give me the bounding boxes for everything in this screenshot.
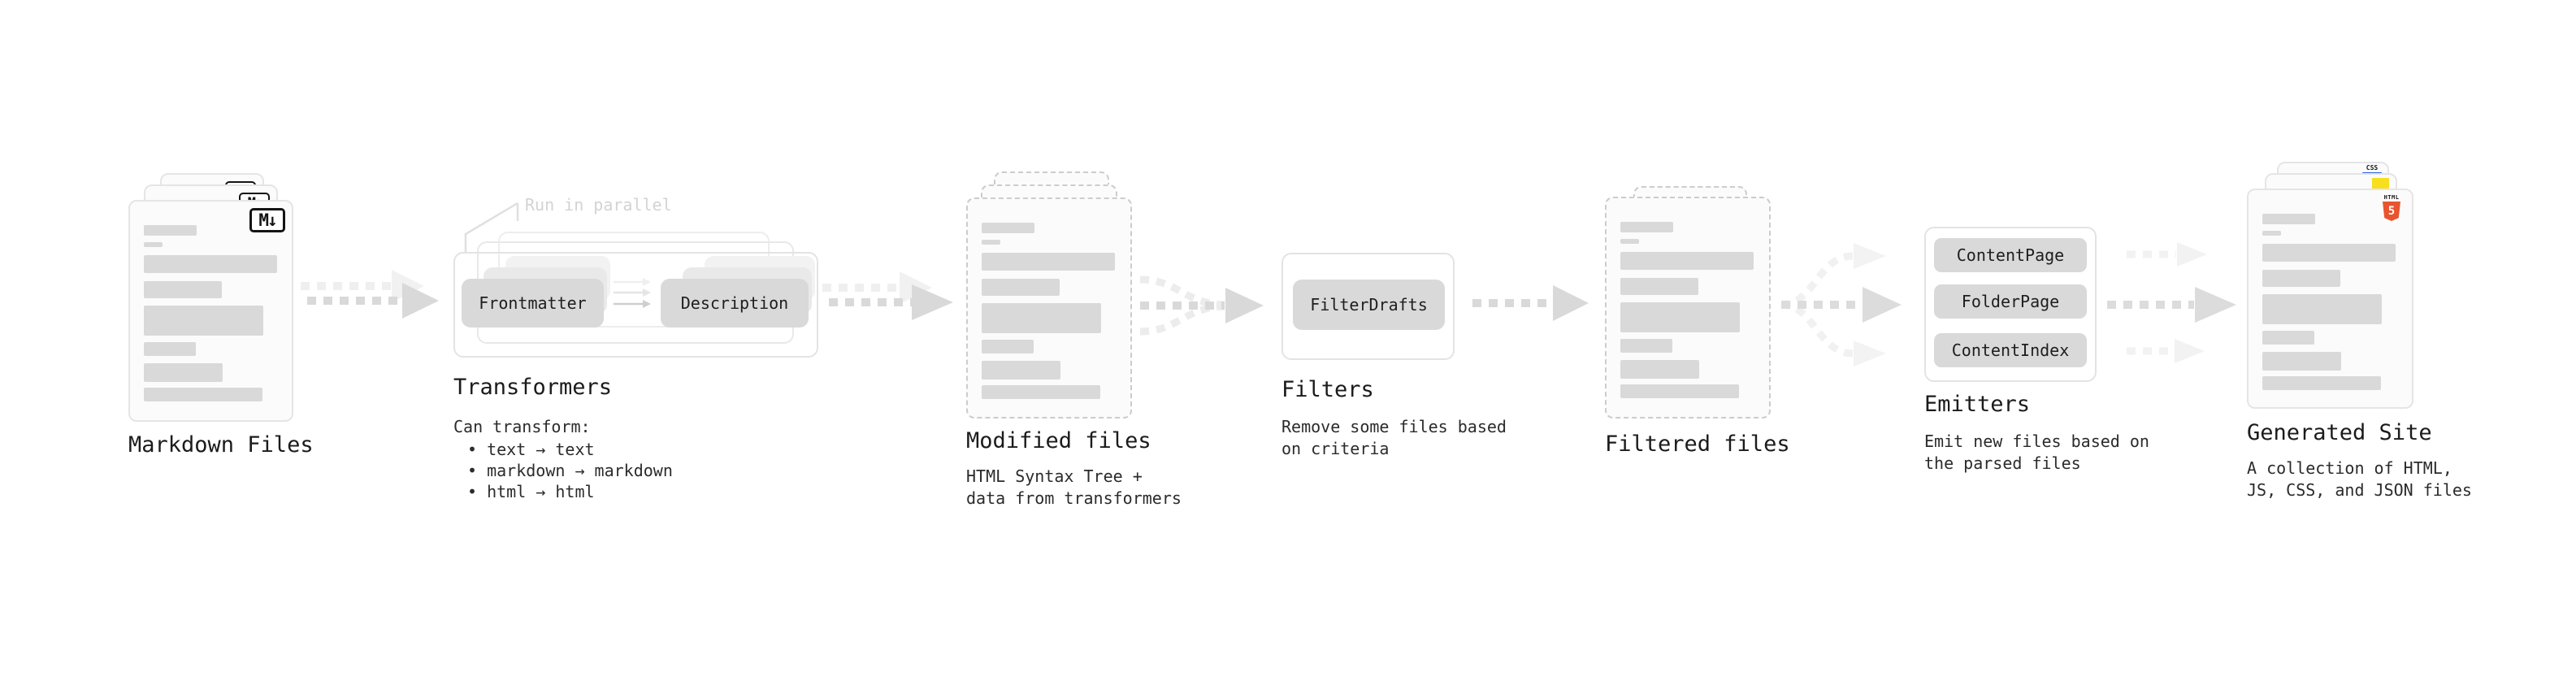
markdown-icon: M↓ bbox=[249, 208, 285, 232]
skeleton-line bbox=[1620, 239, 1639, 244]
skeleton-line bbox=[2262, 270, 2340, 287]
transformers-title: Transformers bbox=[453, 375, 613, 400]
generated-site-subtitle: A collection of HTML, bbox=[2247, 458, 2452, 478]
skeleton-line bbox=[2262, 231, 2281, 236]
skeleton-line bbox=[982, 279, 1060, 296]
filters-title: Filters bbox=[1281, 377, 1374, 402]
filter-filterdrafts: FilterDrafts bbox=[1293, 280, 1445, 330]
filters-subtitle: on criteria bbox=[1281, 439, 1390, 458]
skeleton-line bbox=[2262, 376, 2381, 390]
skeleton-line bbox=[144, 342, 196, 356]
skeleton-line bbox=[1620, 339, 1672, 353]
modified-files-section: Modified files HTML Syntax Tree + data f… bbox=[966, 171, 1182, 513]
skeleton-line bbox=[1620, 222, 1673, 232]
modified-file-card-front bbox=[966, 197, 1132, 419]
parallel-box-front bbox=[453, 252, 818, 358]
skeleton-line bbox=[982, 361, 1060, 380]
filters-section: FilterDrafts Filters Remove some files b… bbox=[1281, 253, 1507, 480]
filtered-file-card-front bbox=[1605, 197, 1771, 419]
skeleton-line bbox=[144, 306, 263, 336]
transformers-description-heading: Can transform: bbox=[453, 417, 591, 436]
skeleton-line bbox=[1620, 360, 1699, 379]
skeleton-line bbox=[144, 225, 197, 236]
triple-arrow-icon bbox=[2107, 242, 2236, 363]
filters-subtitle: Remove some files based bbox=[1281, 417, 1507, 436]
filtered-files-title: Filtered files bbox=[1605, 432, 1790, 457]
generated-site-subtitle: JS, CSS, and JSON files bbox=[2247, 480, 2472, 500]
emitters-subtitle: the parsed files bbox=[1924, 453, 2081, 473]
generated-site-title: Generated Site bbox=[2247, 420, 2432, 445]
skeleton-line bbox=[144, 388, 262, 401]
html5-icon: HTML 5 bbox=[2381, 194, 2402, 221]
skeleton-line bbox=[982, 253, 1115, 271]
emitter-folderpage: FolderPage bbox=[1934, 284, 2087, 319]
skeleton-line bbox=[982, 340, 1034, 354]
transformers-bullet: • html → html bbox=[467, 482, 595, 501]
flow-arrow-icon bbox=[1472, 285, 1589, 321]
fanout-arrow-icon bbox=[1780, 243, 1902, 367]
markdown-file-card-front: M↓ bbox=[128, 200, 293, 422]
generated-file-card-html: HTML 5 bbox=[2247, 189, 2413, 409]
emitters-title: Emitters bbox=[1924, 392, 2031, 417]
transformers-bullet: • text → text bbox=[467, 440, 595, 459]
modified-files-subtitle: data from transformers bbox=[966, 488, 1182, 508]
skeleton-line bbox=[144, 281, 222, 298]
skeleton-line bbox=[2262, 214, 2315, 224]
skeleton-line bbox=[144, 363, 223, 382]
modified-files-title: Modified files bbox=[966, 428, 1151, 453]
modified-files-subtitle: HTML Syntax Tree + bbox=[966, 466, 1143, 486]
filtered-files-section: Filtered files bbox=[1605, 186, 1790, 479]
skeleton-line bbox=[1620, 278, 1698, 295]
emitters-subtitle: Emit new files based on bbox=[1924, 432, 2149, 451]
emitter-contentindex: ContentIndex bbox=[1934, 333, 2087, 367]
flow-arrow-icon bbox=[301, 270, 439, 319]
transformers-section: Run in parallel Frontmatter Description … bbox=[453, 195, 835, 504]
parallel-arrows-icon bbox=[614, 278, 651, 308]
skeleton-line bbox=[144, 255, 277, 273]
skeleton-line bbox=[2262, 331, 2314, 345]
skeleton-line bbox=[1620, 302, 1740, 332]
skeleton-line bbox=[1620, 252, 1754, 270]
merge-arrow-icon bbox=[1139, 275, 1264, 336]
skeleton-line bbox=[982, 223, 1034, 233]
skeleton-line bbox=[982, 303, 1101, 333]
emitters-section: ContentPage FolderPage ContentIndex Emit… bbox=[1924, 227, 2149, 487]
markdown-files-section: M↓ M↓ M↓ Markdown Files bbox=[128, 173, 314, 466]
skeleton-line bbox=[1620, 384, 1739, 398]
transformer-description: Description bbox=[661, 279, 809, 327]
skeleton-line bbox=[144, 242, 163, 247]
flow-arrow-icon bbox=[822, 271, 953, 320]
transformers-bullet: • markdown → markdown bbox=[467, 461, 673, 480]
generated-site-section: CSS HTML 5 Generated Site A collection o… bbox=[2247, 162, 2472, 503]
skeleton-line bbox=[2262, 352, 2341, 371]
skeleton-line bbox=[2262, 244, 2396, 262]
skeleton-line bbox=[982, 385, 1100, 399]
skeleton-line bbox=[2262, 294, 2382, 324]
transformer-frontmatter: Frontmatter bbox=[462, 279, 604, 327]
js-icon bbox=[2372, 178, 2389, 192]
annotation-leader-line bbox=[464, 202, 519, 254]
markdown-files-title: Markdown Files bbox=[128, 432, 314, 458]
emitter-contentpage: ContentPage bbox=[1934, 238, 2087, 272]
run-in-parallel-label: Run in parallel bbox=[525, 195, 672, 215]
skeleton-line bbox=[982, 240, 1000, 245]
